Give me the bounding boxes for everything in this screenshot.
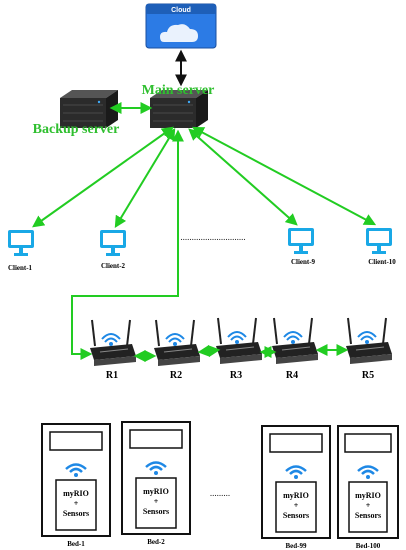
cloud-node: Cloud [145, 3, 217, 49]
bed-100-plus: + [366, 501, 371, 510]
bed-1-plus: + [74, 499, 79, 508]
r2-r3-link [197, 344, 221, 358]
router-r3-label: R3 [230, 370, 242, 381]
bed-2-plus: + [154, 497, 159, 506]
bed-2-device: myRIO [143, 487, 169, 496]
client-2-label: Client-2 [101, 262, 126, 270]
wifi-icon [145, 461, 167, 475]
router-icon [153, 319, 201, 367]
bed-1-sensors: Sensors [63, 509, 89, 518]
wifi-icon [285, 465, 307, 479]
wifi-icon [357, 465, 379, 479]
main-server-label: Main server [142, 83, 215, 98]
wifi-icon [65, 463, 87, 477]
client-10-label: Client-10 [368, 258, 396, 266]
bed-99-device: myRIO [283, 491, 309, 500]
bed-1 [41, 423, 111, 537]
bed-99-plus: + [294, 501, 299, 510]
client-gap-dots: ............................. [180, 232, 245, 242]
monitor-icon [288, 228, 314, 254]
bed-100-device: myRIO [355, 491, 381, 500]
router-r4-label: R4 [286, 370, 298, 381]
bed-2-label: Bed-2 [147, 538, 165, 546]
client-9-label: Client-9 [291, 258, 316, 266]
bed-99-label: Bed-99 [286, 542, 308, 550]
backup-server-label: Backup server [33, 122, 120, 137]
monitor-icon [8, 230, 34, 256]
client-2-link [114, 127, 176, 229]
monitor-icon [366, 228, 392, 254]
bed-99-sensors: Sensors [283, 511, 309, 520]
router-icon [271, 317, 319, 365]
router-r2-label: R2 [170, 370, 182, 381]
router-icon [345, 317, 393, 365]
cloud-icon [160, 24, 198, 42]
bed-gap-dots: ......... [210, 488, 230, 498]
client-1-label: Client-1 [8, 264, 33, 272]
bed-100-sensors: Sensors [355, 511, 381, 520]
bed-1-label: Bed-1 [67, 540, 85, 548]
router-r5-label: R5 [362, 370, 374, 381]
router-icon [89, 319, 137, 367]
monitor-icon [100, 230, 126, 256]
bed-100-label: Bed-100 [356, 542, 381, 550]
router-r1-label: R1 [106, 370, 118, 381]
bed-2 [121, 421, 191, 535]
bed-99 [261, 425, 331, 539]
router-icon [215, 317, 263, 365]
client-1-link [32, 126, 174, 228]
bed-1-device: myRIO [63, 489, 89, 498]
bed-100 [337, 425, 399, 539]
client-10-link [191, 126, 377, 226]
client-9-link [188, 128, 298, 226]
cloud-label: Cloud [171, 7, 191, 14]
router-uplink [71, 129, 184, 360]
bed-2-sensors: Sensors [143, 507, 169, 516]
